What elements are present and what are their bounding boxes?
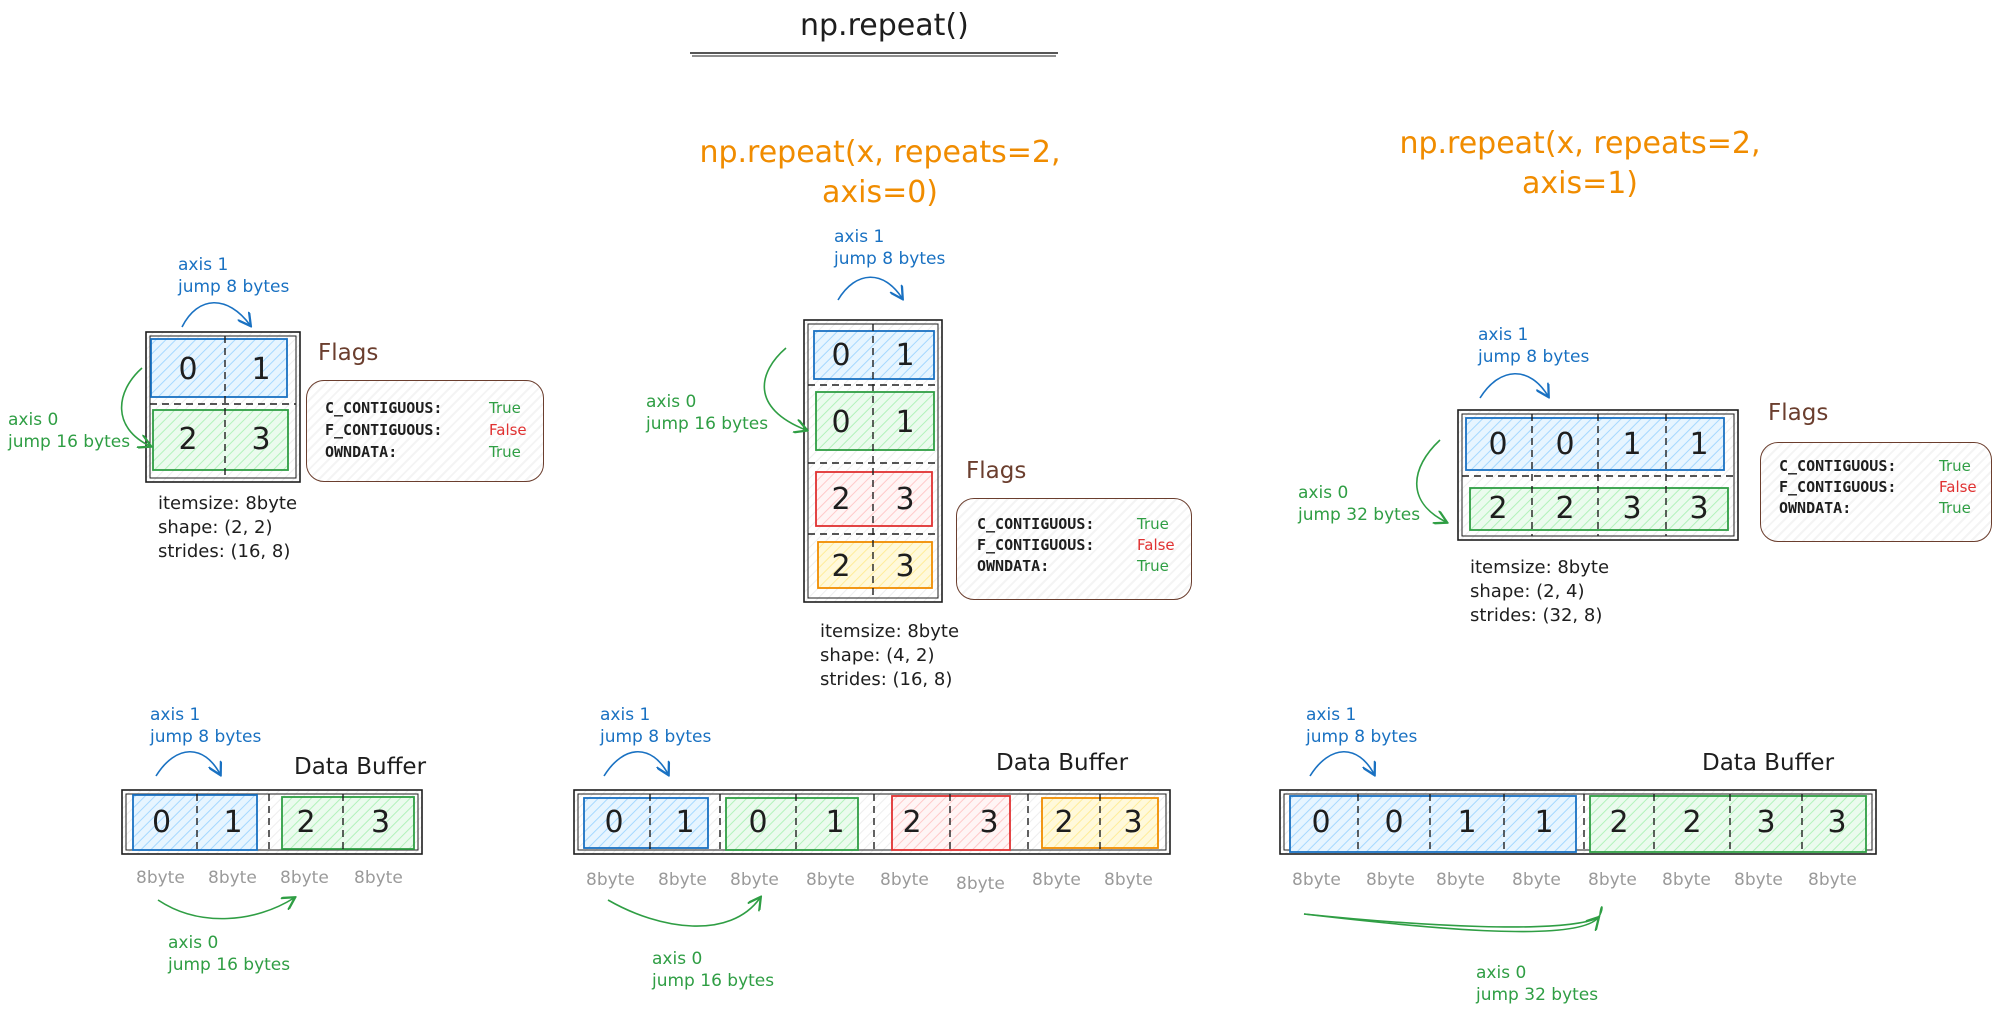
byte-label: 8byte [280,868,329,888]
array-cell: 3 [895,548,915,584]
array-cell: 3 [1622,490,1642,526]
byte-label: 8byte [136,868,185,888]
byte-label: 8byte [1032,870,1081,890]
buffer-cell: 1 [1534,804,1554,840]
axis0-label: axis 0 jump 16 bytes [8,410,131,452]
axis1-heading: np.repeat(x, repeats=2, axis=1) [1399,126,1761,201]
array-cell: 2 [831,481,851,517]
byte-label: 8byte [208,868,257,888]
flags-box: C_CONTIGUOUS:True F_CONTIGUOUS:False OWN… [956,498,1192,600]
buffer-cell: 1 [675,804,695,840]
buffer-cell: 2 [296,804,316,840]
page-title: np.repeat() [800,8,969,43]
array-cell: 0 [1488,426,1508,462]
byte-label: 8byte [586,870,635,890]
byte-label: 8byte [1104,870,1153,890]
axis0-label: axis 0 jump 16 bytes [652,949,775,991]
array-cell: 3 [895,481,915,517]
buffer-cell: 0 [1311,804,1331,840]
buffer-cell: 1 [1457,804,1477,840]
buffer-cell: 1 [825,804,845,840]
buffer-cell: 2 [902,804,922,840]
array-meta: itemsize: 8byte shape: (2, 4) strides: (… [1470,557,1610,626]
buffer-cell: 2 [1054,804,1074,840]
flags-title: Flags [1768,400,1829,426]
byte-label: 8byte [806,870,855,890]
data-buffer-title: Data Buffer [996,750,1129,776]
array-meta: itemsize: 8byte shape: (4, 2) strides: (… [820,621,960,690]
axis1-label: axis 1 jump 8 bytes [150,705,262,747]
buffer-cell: 3 [370,804,391,840]
array-cell: 3 [251,421,271,457]
byte-label: 8byte [1662,870,1711,890]
array-cell: 2 [831,548,851,584]
axis1-label: axis 1 jump 8 bytes [1306,705,1418,747]
array-cell: 2 [1555,490,1575,526]
buffer-cell: 3 [1756,804,1776,840]
axis0-heading: np.repeat(x, repeats=2, axis=0) [699,135,1061,210]
buffer-cell: 0 [604,804,624,840]
byte-label: 8byte [1734,870,1783,890]
array-cell: 0 [1555,426,1575,462]
buffer-cell: 2 [1682,804,1702,840]
array-cell: 3 [1689,490,1709,526]
buffer-cell: 1 [223,804,243,840]
axis1-label: axis 1 jump 8 bytes [178,255,290,297]
byte-label: 8byte [354,868,403,888]
axis0-label: axis 0 jump 16 bytes [646,392,769,434]
byte-label: 8byte [658,870,707,890]
array-cell: 1 [1689,426,1709,462]
byte-label: 8byte [1366,870,1415,890]
flags-box: C_CONTIGUOUS:True F_CONTIGUOUS:False OWN… [306,380,544,482]
buffer-cell: 2 [1609,804,1629,840]
array-cell: 0 [831,404,851,440]
flags-title: Flags [966,458,1027,484]
byte-label: 8byte [880,870,929,890]
flags-title: Flags [318,340,379,366]
array-cell: 1 [1622,426,1642,462]
axis1-label: axis 1 jump 8 bytes [834,227,946,269]
byte-label: 8byte [1292,870,1341,890]
array-cell: 1 [895,337,915,373]
byte-label: 8byte [1808,870,1857,890]
data-buffer-title: Data Buffer [1702,750,1835,776]
array-cell: 0 [178,351,198,387]
buffer-cell: 3 [979,804,999,840]
byte-label: 8byte [1512,870,1561,890]
axis1-label: axis 1 jump 8 bytes [600,705,712,747]
buffer-cell: 3 [1827,804,1847,840]
array-cell: 2 [1488,490,1508,526]
array-cell: 1 [251,351,271,387]
axis0-label: axis 0 jump 32 bytes [1476,963,1599,1005]
byte-label: 8byte [730,870,779,890]
axis0-label: axis 0 jump 16 bytes [168,933,291,975]
flags-box: C_CONTIGUOUS:True F_CONTIGUOUS:False OWN… [1760,442,1992,542]
byte-label: 8byte [1436,870,1485,890]
array-cell: 0 [831,337,851,373]
byte-label: 8byte [1588,870,1637,890]
buffer-cell: 0 [1384,804,1404,840]
axis0-label: axis 0 jump 32 bytes [1298,483,1421,525]
buffer-cell: 0 [748,804,768,840]
array-cell: 1 [895,404,915,440]
buffer-cell: 0 [151,804,172,840]
buffer-cell: 3 [1123,804,1143,840]
data-buffer-title: Data Buffer [294,754,427,780]
array-cell: 2 [178,421,198,457]
axis1-label: axis 1 jump 8 bytes [1478,325,1590,367]
byte-label: 8byte [956,874,1005,894]
array-meta: itemsize: 8byte shape: (2, 2) strides: (… [158,493,298,562]
